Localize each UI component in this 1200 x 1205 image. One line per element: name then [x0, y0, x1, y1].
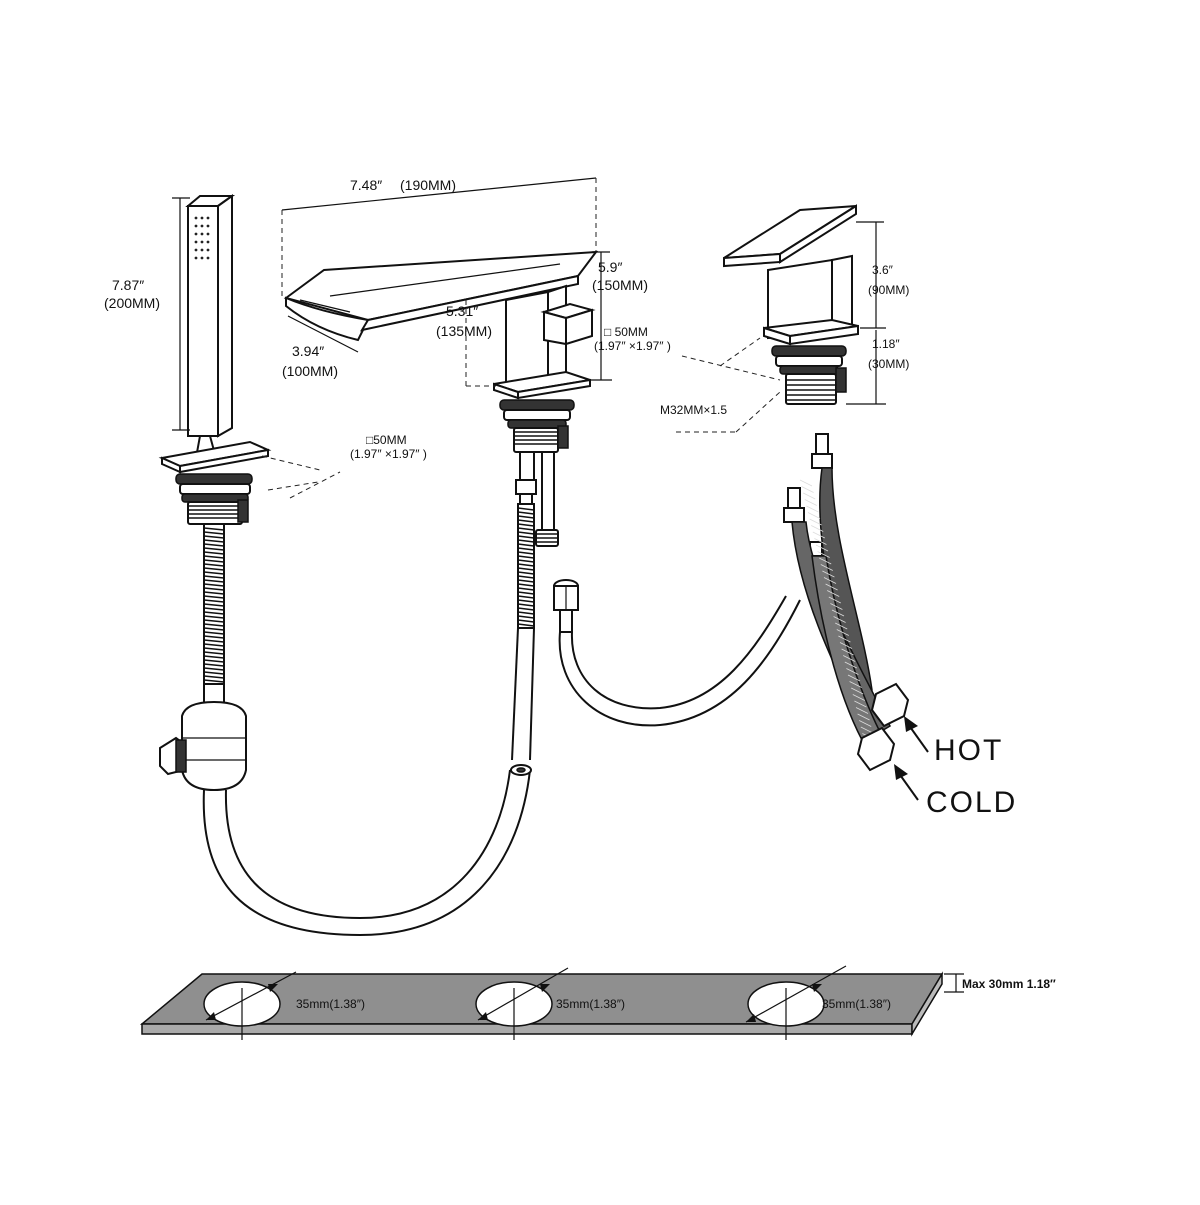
handshower-wand [185, 194, 236, 459]
handshower-base-in: (1.97″ ×1.97″ ) [350, 447, 427, 461]
valve-group: 3.6″ (90MM) 1.18″ (30MM) M32MM×1.5 [660, 204, 1017, 819]
spout-depth-mm: (100MM) [282, 363, 338, 379]
hole2-diameter: 35mm(1.38″) [556, 997, 625, 1011]
valve-height-mm: (90MM) [868, 283, 909, 297]
hole1-diameter: 35mm(1.38″) [296, 997, 365, 1011]
spout-width-mm: (190MM) [400, 177, 456, 193]
spout-hose-connector [553, 579, 801, 727]
mounting-hole-3 [745, 965, 847, 1040]
handshower-height-in: 7.87″ [112, 277, 144, 293]
spout-height-mm: (135MM) [436, 323, 492, 339]
spout-width-in: 7.48″ [350, 177, 382, 193]
spray-nozzles-icon [194, 216, 210, 260]
mounting-hole-2 [475, 967, 569, 1040]
max-deck-thickness: Max 30mm 1.18″ [962, 977, 1056, 991]
braided-supply-lines [783, 433, 910, 772]
spout-height-in: 5.31″ [446, 303, 478, 319]
spout-base-mm: □ 50MM [604, 325, 648, 339]
hot-arrow-icon [904, 716, 929, 753]
handshower-group: 7.87″ (200MM) □50MM (1.97″ ×1.97″ ) [104, 194, 531, 937]
hole3-diameter: 35mm(1.38″) [822, 997, 891, 1011]
spout-group: 7.48″ (190MM) [281, 177, 801, 776]
spout-total-mm: (150MM) [592, 277, 648, 293]
handshower-base-mm: □50MM [366, 433, 407, 447]
hot-label: HOT [934, 734, 1003, 767]
spout-base-in: (1.97″ ×1.97″ ) [594, 339, 671, 353]
cold-label: COLD [926, 786, 1017, 819]
valve-thread: M32MM×1.5 [660, 403, 727, 417]
valve-shank-in: 1.18″ [872, 337, 900, 351]
spout-total-in: 5.9″ [598, 259, 622, 275]
handshower-base [158, 440, 272, 525]
hose-weight [159, 683, 247, 792]
single-lever-valve [723, 204, 859, 405]
handshower-hose-coil [203, 523, 225, 685]
valve-height-in: 3.6″ [872, 263, 894, 277]
deck-plate: 35mm(1.38″) 35mm(1.38″) 35mm(1.38″) Max … [139, 965, 1056, 1040]
handshower-height-mm: (200MM) [104, 295, 160, 311]
valve-shank-mm: (30MM) [868, 357, 909, 371]
cold-arrow-icon [894, 764, 919, 801]
mounting-hole-1 [203, 971, 297, 1040]
spout-depth-in: 3.94″ [292, 343, 324, 359]
waterfall-spout [283, 250, 599, 547]
spout-hose-coil [517, 503, 535, 629]
